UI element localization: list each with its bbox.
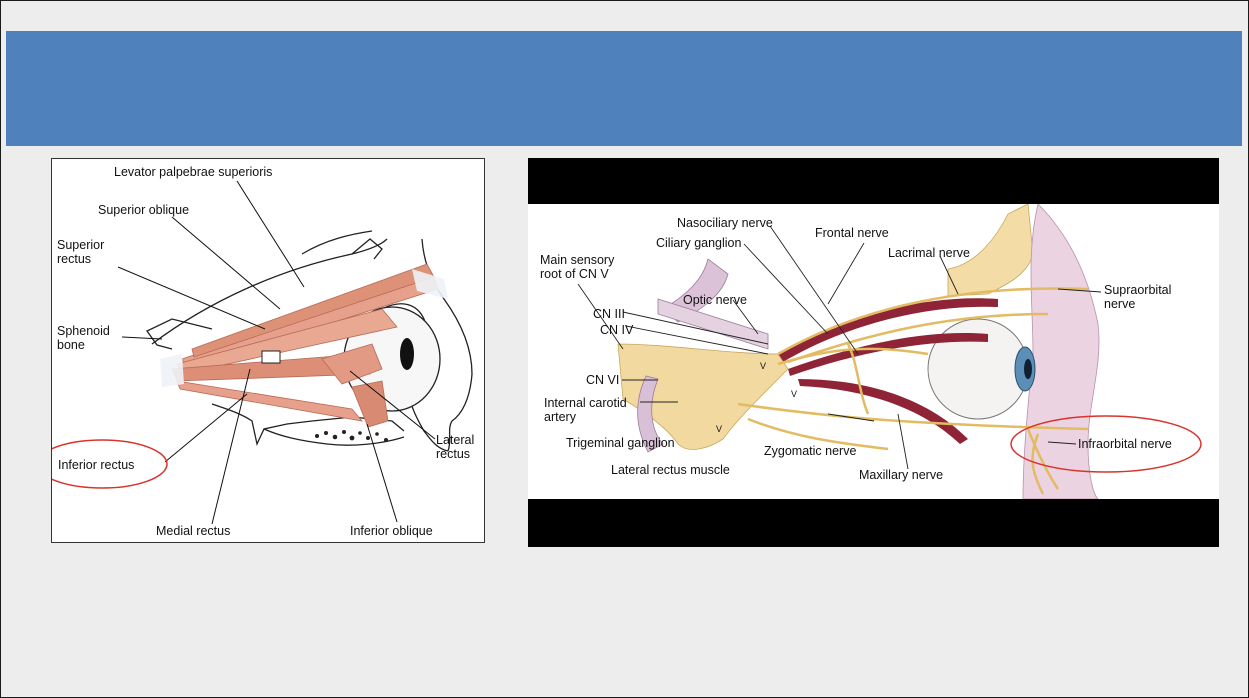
superior-rectus-label-line2: rectus: [57, 252, 91, 266]
main-sensory-label-line2: root of CN V: [540, 267, 609, 281]
inferior-oblique-label: Inferior oblique: [350, 524, 433, 538]
frontal-nerve-label: Frontal nerve: [815, 226, 889, 240]
main-sensory-label-line1: Main sensory: [540, 253, 615, 267]
supraorbital-label-line1: Supraorbital: [1104, 283, 1171, 297]
internal-carotid-label-line1: Internal carotid: [544, 396, 627, 410]
ciliary-ganglion-label: Ciliary ganglion: [656, 236, 742, 250]
sphenoid-label-line1: Sphenoid: [57, 324, 110, 338]
cn4-label: CN IV: [600, 323, 634, 337]
orbital-nerves-diagram: Nasociliary nerve Ciliary ganglion Front…: [528, 158, 1219, 547]
medial-rectus-label: Medial rectus: [156, 524, 230, 538]
superior-rectus-label-line1: Superior: [57, 238, 104, 252]
cn3-label: CN III: [593, 307, 625, 321]
v2-label: V: [791, 389, 797, 399]
zygomatic-nerve-label: Zygomatic nerve: [764, 444, 856, 458]
letterbox-top: [528, 158, 1219, 204]
cn6-label: CN VI: [586, 373, 619, 387]
bone-foramina: [315, 430, 388, 442]
internal-carotid-label-line2: artery: [544, 410, 577, 424]
lacrimal-nerve-label: Lacrimal nerve: [888, 246, 970, 260]
letterbox-bottom: [528, 499, 1219, 547]
lateral-rectus-muscle-label: Lateral rectus muscle: [611, 463, 730, 477]
trigeminal-ganglion-label: Trigeminal ganglion: [566, 436, 675, 450]
v1-label: V: [760, 361, 766, 371]
maxillary-nerve-label: Maxillary nerve: [859, 468, 943, 482]
muscles-illustration: Levator palpebrae superioris Superior ob…: [52, 159, 484, 542]
title-band: [6, 31, 1242, 146]
face-tissue: [1023, 204, 1099, 499]
levator-label: Levator palpebrae superioris: [114, 165, 272, 179]
sphenoid-label-line2: bone: [57, 338, 85, 352]
nerves-illustration: Nasociliary nerve Ciliary ganglion Front…: [528, 204, 1219, 499]
inferior-rectus-label: Inferior rectus: [58, 458, 134, 472]
superior-oblique-label: Superior oblique: [98, 203, 189, 217]
lateral-rectus-label-line2: rectus: [436, 447, 470, 461]
optic-nerve-label: Optic nerve: [683, 293, 747, 307]
supraorbital-label-line2: nerve: [1104, 297, 1135, 311]
nasociliary-label: Nasociliary nerve: [677, 216, 773, 230]
lateral-rectus-label-line1: Lateral: [436, 433, 474, 447]
infraorbital-nerve-label: Infraorbital nerve: [1078, 437, 1172, 451]
extraocular-muscles-diagram: Levator palpebrae superioris Superior ob…: [51, 158, 485, 543]
v3-label: V: [716, 424, 722, 434]
